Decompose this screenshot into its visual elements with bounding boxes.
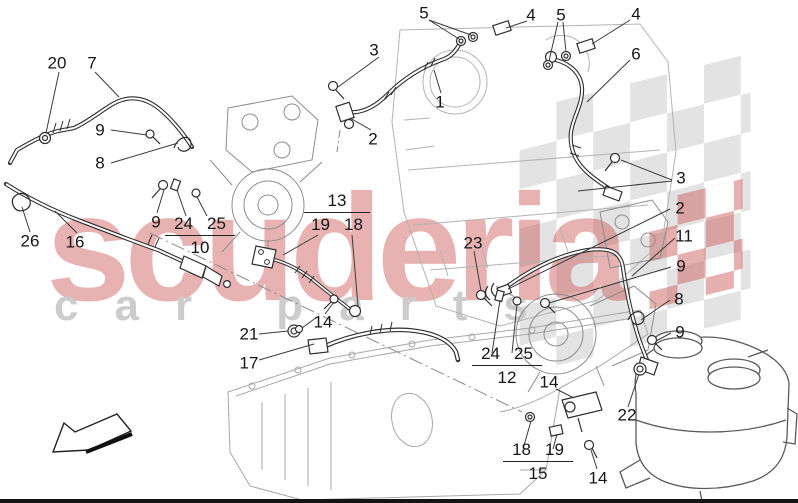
callout-9: 9 (675, 322, 685, 342)
callout-7: 7 (87, 53, 97, 73)
callout-17: 17 (239, 353, 259, 373)
callout-26: 26 (20, 231, 40, 251)
callout-9: 9 (95, 120, 105, 140)
oil-pipe-1-drawing (335, 42, 462, 153)
callout-2: 2 (368, 129, 378, 149)
oil-sump-drawing (227, 309, 649, 501)
leader-lines (21, 19, 676, 470)
callout-14: 14 (313, 312, 333, 332)
callout-20: 20 (47, 53, 67, 73)
expansion-tank-drawing (619, 330, 798, 502)
callout-1: 1 (435, 92, 445, 112)
left-turbocharger-drawing (209, 95, 323, 262)
callout-5: 5 (556, 5, 566, 25)
callout-5: 5 (419, 3, 429, 23)
bottom-bar (0, 499, 798, 503)
callout-6: 6 (631, 44, 641, 64)
callout-14: 14 (539, 372, 559, 392)
breather-hose-13-drawing (251, 245, 362, 318)
callout-21: 21 (239, 324, 259, 344)
callout-11: 11 (675, 226, 693, 246)
callout-4: 4 (631, 4, 641, 24)
watermark-brand-sub: car parts (54, 281, 564, 330)
callout-2: 2 (675, 198, 685, 218)
callout-16: 16 (65, 232, 85, 252)
oil-pipe-6-drawing (544, 50, 623, 202)
callout-4: 4 (526, 5, 536, 25)
engine-block-drawing (391, 23, 677, 327)
callout-9: 9 (151, 212, 161, 232)
callout-8: 8 (674, 289, 684, 309)
callout-23: 23 (463, 233, 483, 253)
callout-9: 9 (676, 256, 686, 276)
callout-14: 14 (588, 468, 608, 488)
assembly-centerline (149, 232, 523, 413)
direction-arrow (51, 413, 133, 454)
callout-8: 8 (95, 153, 105, 173)
callout-3: 3 (369, 40, 379, 60)
drain-hose-17-drawing (307, 321, 461, 363)
callout-3: 3 (676, 168, 686, 188)
callout-22: 22 (617, 405, 637, 425)
water-pipe-11-drawing (484, 247, 659, 376)
